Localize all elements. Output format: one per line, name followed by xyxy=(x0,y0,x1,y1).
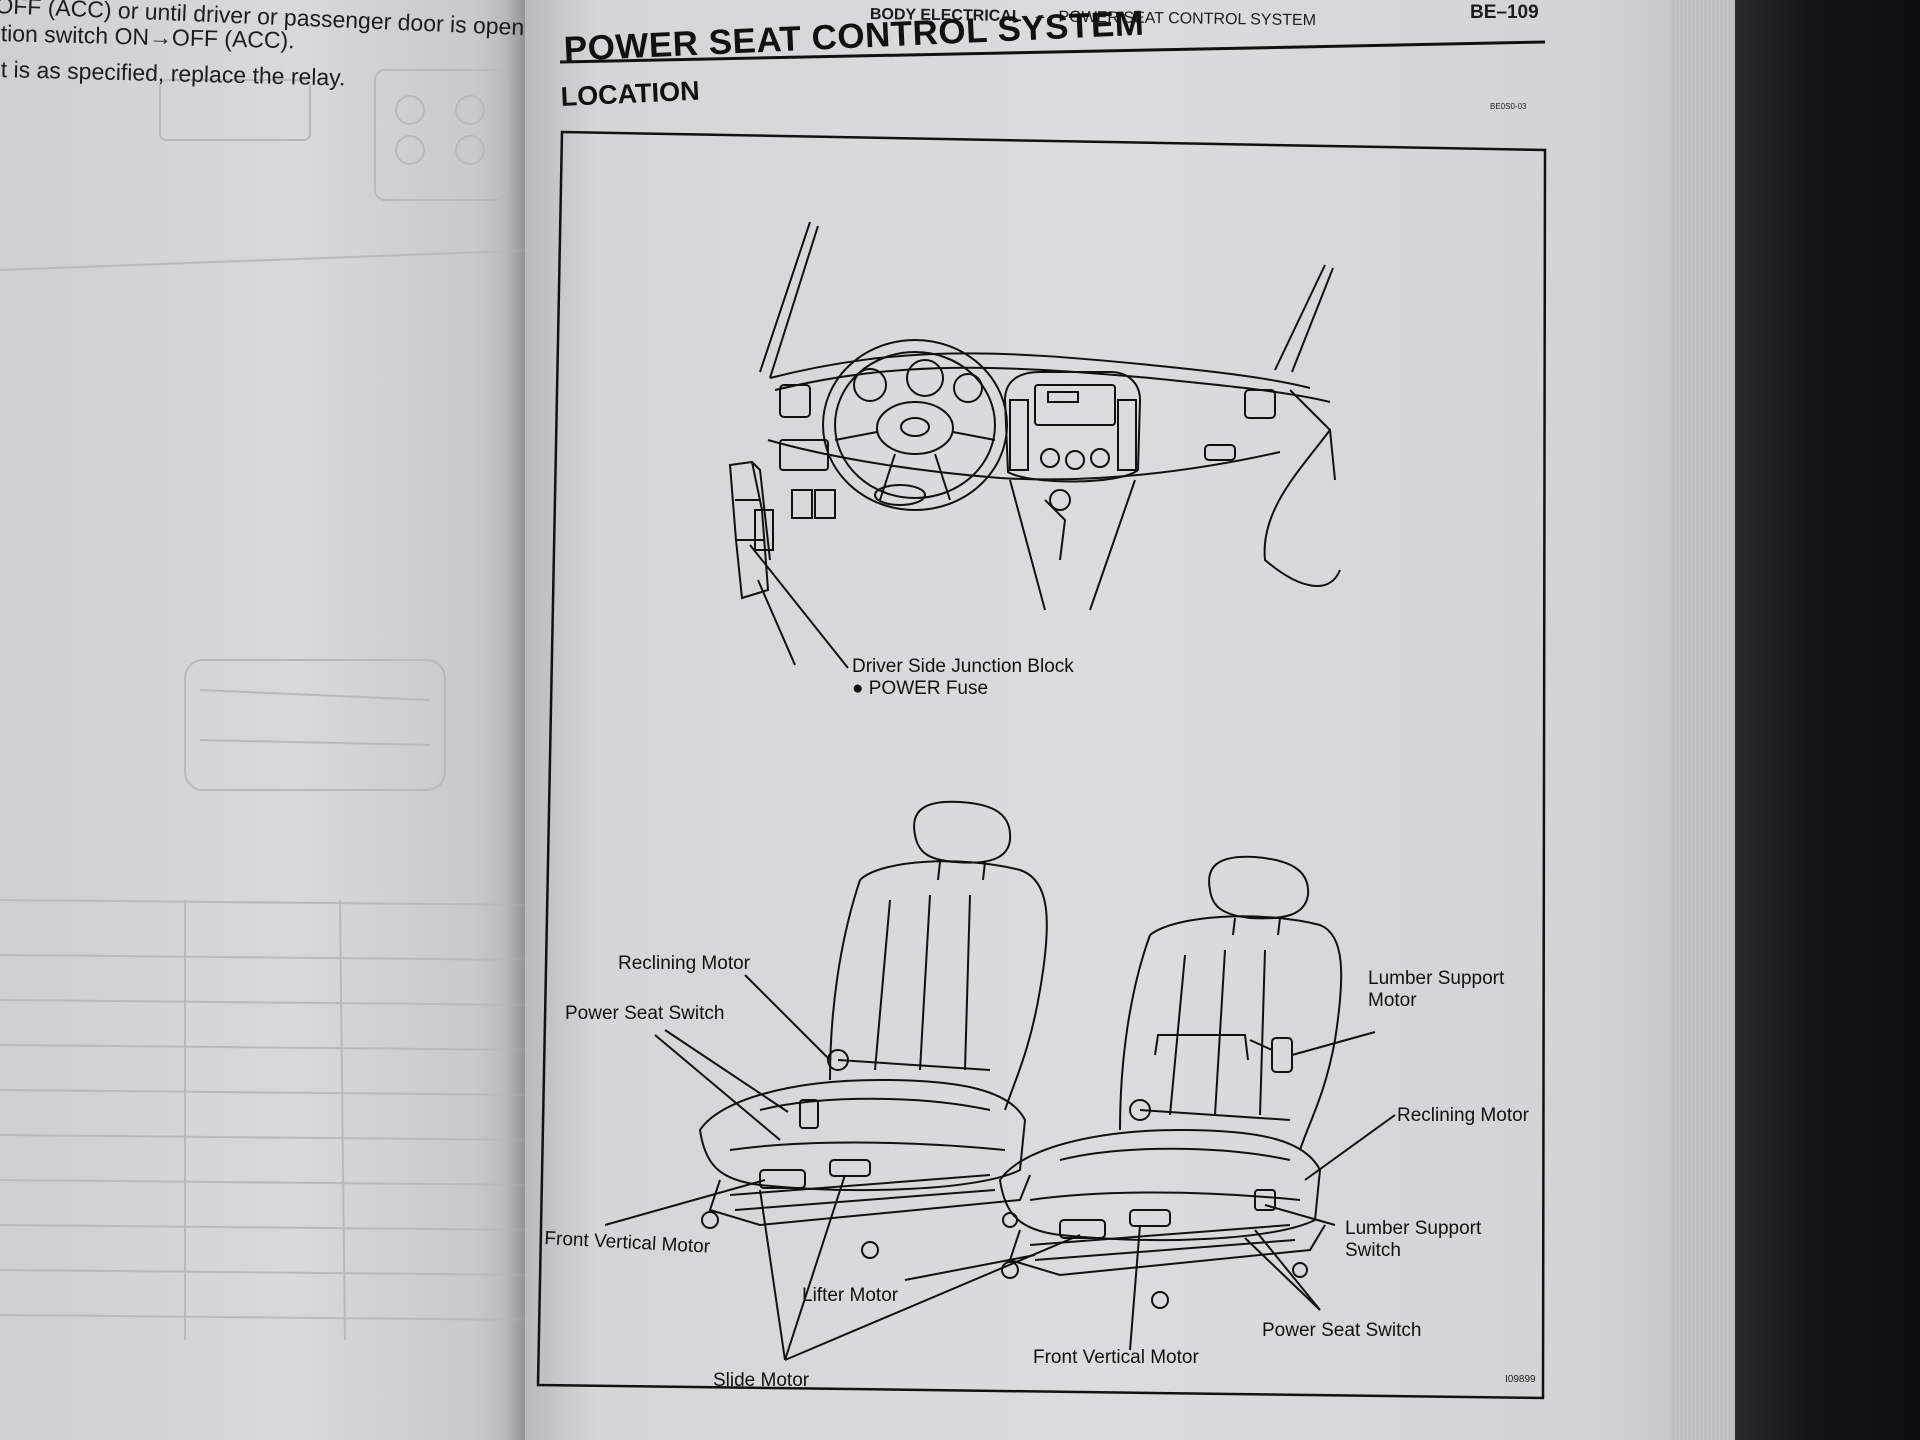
label-junction-block: Driver Side Junction Block xyxy=(852,656,1074,677)
label-front-vertical-motor-right: Front Vertical Motor xyxy=(1033,1347,1199,1368)
label-reclining-motor-left: Reclining Motor xyxy=(618,953,750,974)
right-seat-illustration xyxy=(998,855,1343,1309)
dashboard-illustration xyxy=(728,221,1341,611)
label-lumber-support-switch-line-1: Lumber Support xyxy=(1345,1218,1482,1239)
label-lumber-support-switch-line-2: Switch xyxy=(1345,1240,1401,1261)
reference-code: BE0S0-03 xyxy=(1490,102,1527,111)
label-lumber-support-motor-line-1: Lumber Support xyxy=(1368,968,1505,989)
label-lumber-support-motor-line-2: Motor xyxy=(1368,990,1417,1011)
label-lumber-support-switch: Lumber Support Switch xyxy=(1345,1218,1481,1262)
label-reclining-motor-right: Reclining Motor xyxy=(1397,1105,1529,1126)
figure-code: I09899 xyxy=(1505,1374,1536,1385)
header-rule xyxy=(559,40,1546,64)
label-lumber-support-motor: Lumber Support Motor xyxy=(1368,968,1504,1012)
left-seat-illustration xyxy=(698,800,1048,1259)
page-edges xyxy=(1670,0,1740,1440)
label-slide-motor: Slide Motor xyxy=(713,1370,810,1391)
background-shadow xyxy=(1735,0,1920,1440)
junction-leader-2 xyxy=(757,579,796,666)
label-power-seat-switch-right: Power Seat Switch xyxy=(1262,1320,1422,1341)
left-page-show-through-diagram xyxy=(0,69,540,1341)
label-power-fuse: ● POWER Fuse xyxy=(852,678,989,699)
label-power-seat-switch-left: Power Seat Switch xyxy=(565,1003,725,1024)
diagram-frame xyxy=(536,130,1547,1400)
label-lifter-motor: Lifter Motor xyxy=(802,1285,899,1306)
junction-leader-1 xyxy=(749,544,849,669)
right-page xyxy=(525,0,1710,1440)
leader-lines xyxy=(604,974,1396,1361)
page-number: BE–109 xyxy=(1470,2,1539,23)
